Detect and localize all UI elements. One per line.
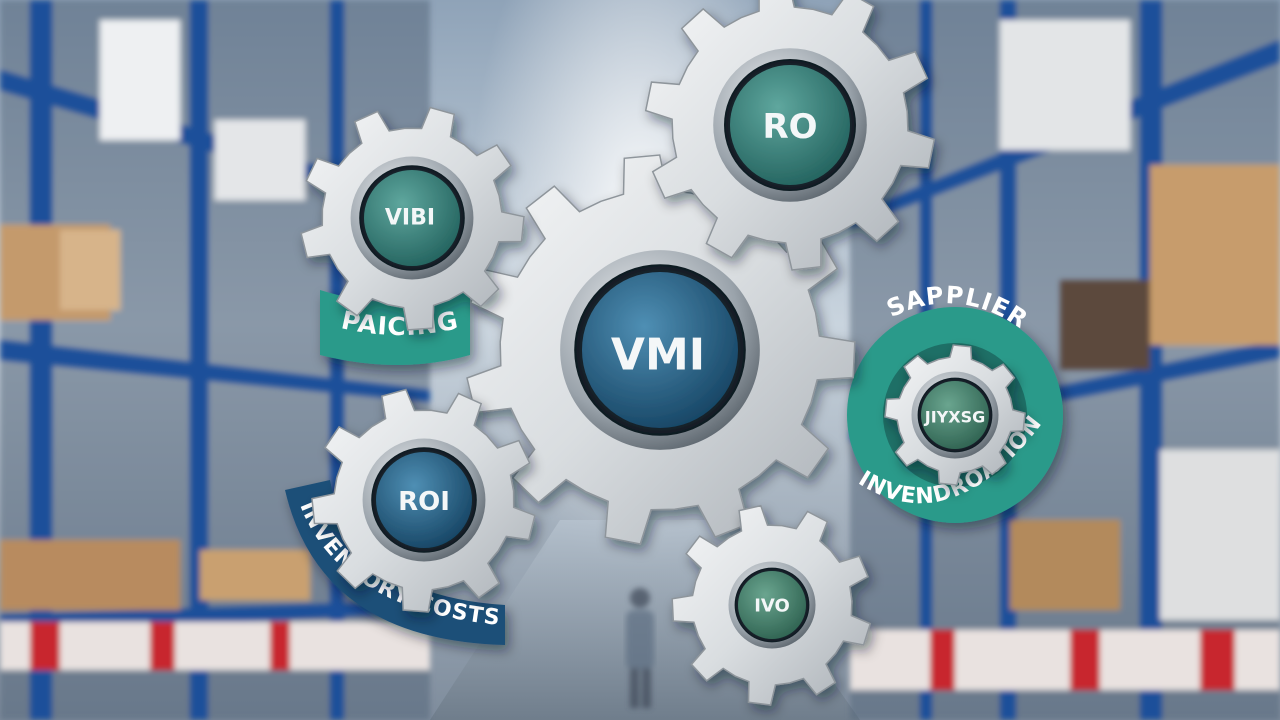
gear-vmi-label: VMI xyxy=(611,330,705,381)
gear-hub xyxy=(738,571,806,639)
worker-silhouette xyxy=(626,588,654,708)
gear-ro-label: RO xyxy=(762,107,817,147)
gear-ivo xyxy=(671,504,872,706)
gear-roi-label: ROI xyxy=(398,487,450,517)
gear-hub xyxy=(376,452,472,548)
gear-hub xyxy=(582,272,738,428)
gear-jiyxsg xyxy=(884,344,1026,486)
gear-ro xyxy=(644,0,936,271)
gear-vmi xyxy=(466,154,856,545)
gear-vibi-label: VIBI xyxy=(385,206,435,231)
gear-vibi xyxy=(300,106,525,331)
gear-jiyxsg-label: JIYXSG xyxy=(924,408,985,427)
gear-roi xyxy=(311,388,536,613)
gear-hub xyxy=(730,65,850,185)
gear-hub xyxy=(364,170,460,266)
gear-ivo-label: IVO xyxy=(754,596,790,617)
gear-hub xyxy=(921,381,989,449)
